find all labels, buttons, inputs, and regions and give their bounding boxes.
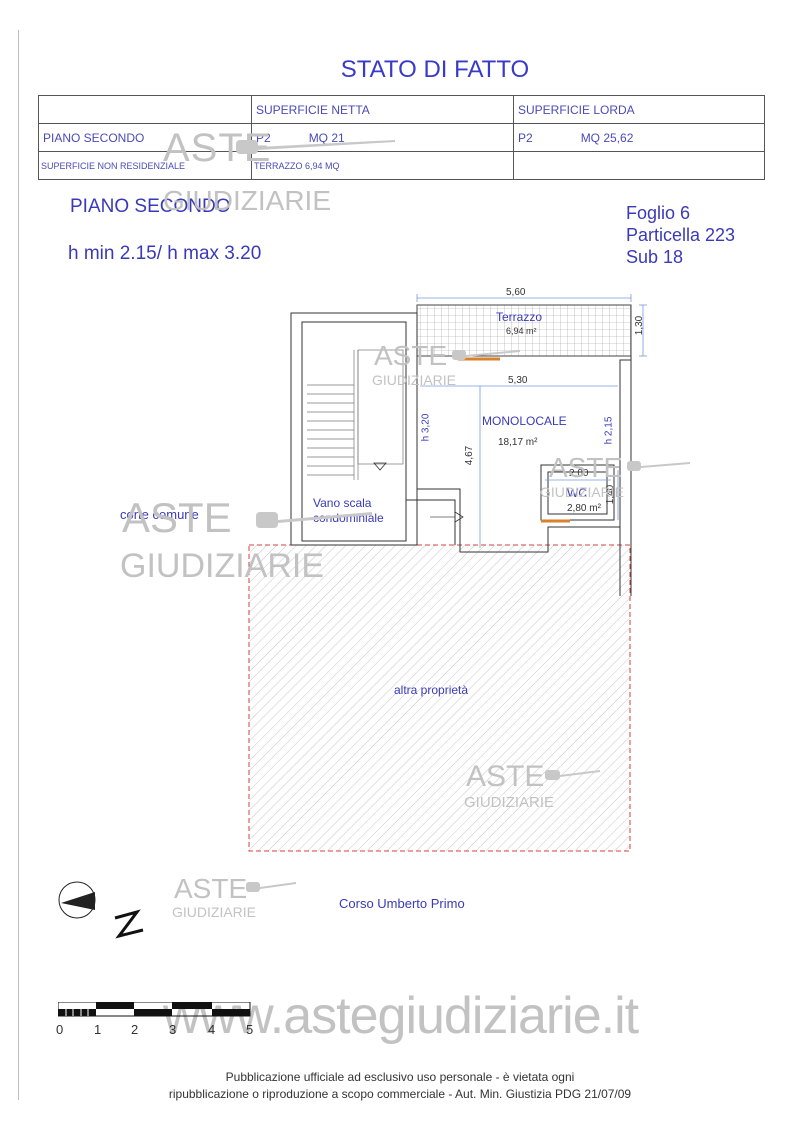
terrazzo-area-label: 6,94 m² — [506, 326, 537, 336]
apartment-walls — [405, 356, 632, 596]
cell-lorda: P2 MQ 25,62 — [513, 123, 765, 152]
terrazzo-area — [416, 304, 632, 357]
room-area: 18,17 m² — [498, 437, 538, 448]
north-letter-icon — [114, 909, 144, 939]
dimension-lines — [416, 294, 647, 548]
header-superficie-netta: SUPERFICIE NETTA — [251, 95, 514, 124]
compass-needle-icon — [61, 892, 95, 910]
scale-label-4: 4 — [208, 1022, 216, 1037]
row-label-piano-secondo: PIANO SECONDO — [38, 123, 252, 152]
gavel-icon — [256, 512, 278, 528]
watermark-aste: ASTE — [466, 760, 545, 793]
cell-terrazzo: TERRAZZO 6,94 MQ — [251, 151, 514, 180]
gavel-icon — [466, 350, 520, 357]
street-label: Corso Umberto Primo — [339, 896, 465, 911]
wc-name: WC — [567, 486, 587, 500]
gavel-icon — [278, 512, 372, 523]
gavel-icon — [260, 882, 296, 889]
altra-proprieta-area — [248, 544, 631, 852]
header-superficie-lorda: SUPERFICIE LORDA — [513, 95, 765, 124]
foglio-label: Foglio 6 — [626, 203, 691, 223]
scale-label-1: 1 — [94, 1022, 102, 1037]
particella-label: Particella 223 — [626, 225, 736, 245]
footer-line2: ripubblicazione o riproduzione a scopo c… — [168, 1087, 632, 1101]
gavel-icon — [258, 140, 395, 150]
room-name: MONOLOCALE — [482, 414, 567, 428]
wc-width-label: 2,00 — [569, 468, 589, 479]
scale-label-3: 3 — [169, 1022, 177, 1037]
netta-floor: P2 — [256, 130, 271, 145]
watermark-aste: ASTE — [122, 494, 232, 541]
table-cell-empty — [513, 151, 765, 180]
heights-label: h min 2.15/ h max 3.20 — [68, 243, 262, 264]
stair-arrow-icon — [373, 462, 387, 471]
sub-label: Sub 18 — [626, 247, 684, 267]
watermark-giudiziarie: GIUDIZIARIE — [464, 794, 555, 811]
gavel-icon — [627, 461, 641, 471]
watermark-giudiziarie: GIUDIZIARIE — [540, 484, 625, 500]
dim-room-width: 5,30 — [508, 375, 528, 386]
gavel-icon — [246, 882, 260, 892]
stair-steps — [307, 349, 404, 480]
altra-proprieta-label: altra proprietà — [394, 683, 469, 697]
lorda-floor: P2 — [518, 130, 533, 145]
table-row: SUPERFICIE NON RESIDENZIALE TERRAZZO 6,9… — [38, 151, 765, 180]
dim-top-label: 5,60 — [506, 287, 526, 298]
watermark-aste: ASTE — [174, 873, 248, 904]
corte-comune-label: corte comune — [120, 507, 199, 522]
gavel-icon — [545, 770, 560, 780]
watermark-giudiziarie: GIUDIZIARIE — [372, 372, 457, 388]
cadastre-info: Foglio 6 Particella 223 Sub 18 — [626, 202, 735, 268]
gavel-icon — [641, 462, 690, 468]
page-title: STATO DI FATTO — [340, 56, 530, 83]
watermark-aste: ASTE — [374, 340, 448, 371]
north-arrow — [58, 881, 144, 939]
row-label-non-residenziale: SUPERFICIE NON RESIDENZIALE — [38, 151, 252, 180]
netta-value: MQ 21 — [308, 130, 345, 145]
footer-line1: Pubblicazione ufficiale ad esclusivo uso… — [225, 1070, 575, 1084]
gavel-icon — [236, 140, 258, 154]
floor-heading: PIANO SECONDO — [70, 196, 231, 217]
left-margin-rule — [18, 30, 19, 1100]
watermark-giudiziarie: GIUDIZIARIE — [120, 547, 325, 585]
wc-area: 2,80 m² — [567, 503, 601, 514]
gavel-icon — [560, 770, 600, 777]
stair-label-line1: Vano scala — [313, 496, 372, 510]
scale-bar — [58, 1002, 251, 1017]
surface-table: SUPERFICIE NETTA SUPERFICIE LORDA PIANO … — [38, 95, 765, 180]
gavel-icon — [452, 350, 466, 360]
table-header-row: SUPERFICIE NETTA SUPERFICIE LORDA — [38, 95, 765, 124]
watermark-aste: ASTE — [549, 452, 623, 483]
scale-label-0: 0 — [56, 1022, 64, 1037]
watermark-giudiziarie: GIUDIZIARIE — [172, 904, 257, 920]
table-row: PIANO SECONDO P2 MQ 21 P2 MQ 25,62 — [38, 123, 765, 152]
lorda-value: MQ 25,62 — [580, 130, 634, 145]
watermark-giudiziarie: GIUDIZIARIE — [163, 185, 332, 216]
terrazzo-name: Terrazzo — [496, 310, 543, 324]
scale-label-2: 2 — [131, 1022, 139, 1037]
scale-label-5: 5 — [246, 1022, 254, 1037]
